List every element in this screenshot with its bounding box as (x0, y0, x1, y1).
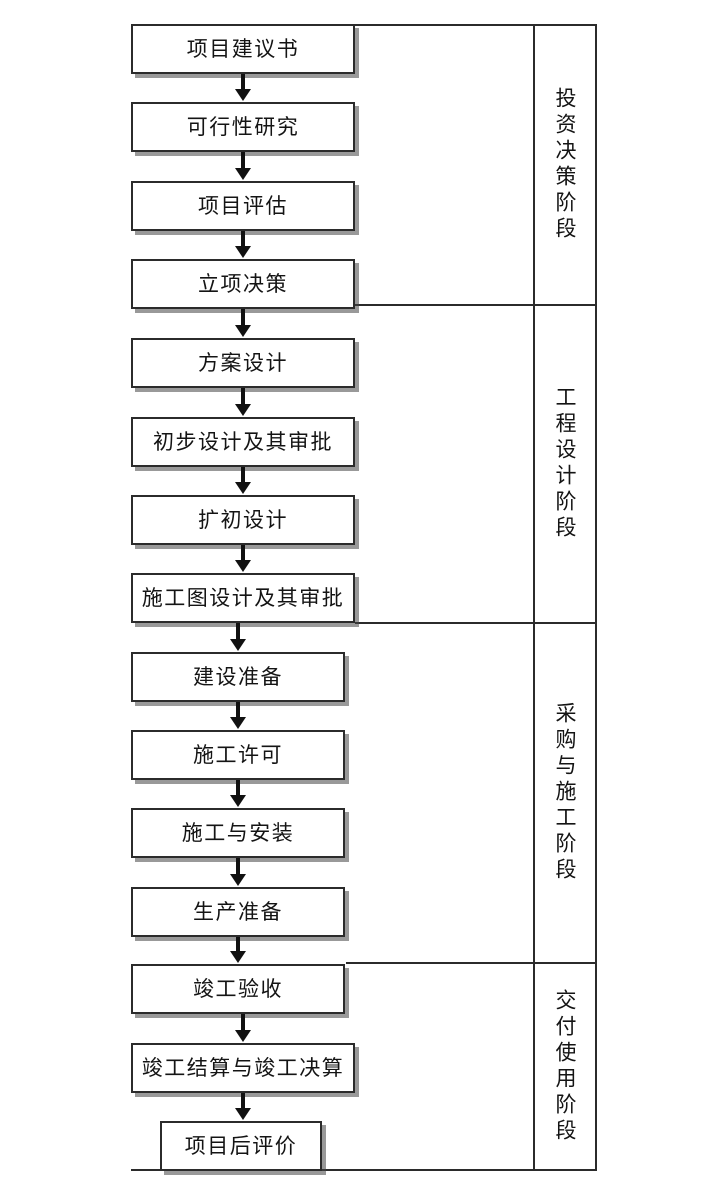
process-label-construction-and-installation: 施工与安装 (181, 820, 295, 845)
process-box-construction-preparation[interactable]: 建设准备 (131, 652, 345, 702)
process-box-construction-permit[interactable]: 施工许可 (131, 730, 345, 780)
process-box-project-proposal[interactable]: 项目建议书 (131, 24, 355, 74)
arrow-scheme-to-preliminary-design (241, 388, 245, 405)
process-label-project-evaluation: 项目评估 (198, 193, 288, 218)
arrow-proposal-to-feasibility (241, 74, 245, 90)
process-box-feasibility-study[interactable]: 可行性研究 (131, 102, 355, 152)
arrow-preliminary-to-extended-design (241, 467, 245, 483)
process-box-extended-preliminary-design[interactable]: 扩初设计 (131, 495, 355, 545)
process-label-construction-preparation: 建设准备 (193, 664, 283, 689)
phase-column-left-border (533, 24, 535, 1171)
arrow-installation-to-production-preparation (236, 858, 240, 875)
process-label-final-settlement-and-accounts: 竣工结算与竣工决算 (141, 1055, 345, 1080)
arrow-feasibility-to-evaluation (241, 152, 245, 169)
process-label-scheme-design: 方案设计 (198, 350, 288, 375)
process-box-scheme-design[interactable]: 方案设计 (131, 338, 355, 388)
process-box-project-evaluation[interactable]: 项目评估 (131, 181, 355, 231)
phase-column-right-border (595, 24, 597, 1171)
process-label-feasibility-study: 可行性研究 (186, 114, 300, 139)
process-box-final-settlement-and-accounts[interactable]: 竣工结算与竣工决算 (131, 1043, 355, 1093)
process-label-post-project-evaluation: 项目后评价 (184, 1133, 298, 1158)
process-box-post-project-evaluation[interactable]: 项目后评价 (160, 1121, 322, 1171)
process-box-project-approval-decision[interactable]: 立项决策 (131, 259, 355, 309)
phase-label-procurement-construction: 采购与施工阶段 (553, 702, 577, 884)
process-label-production-preparation: 生产准备 (193, 899, 283, 924)
arrow-drawing-to-construction-preparation (236, 623, 240, 640)
process-label-completion-acceptance: 竣工验收 (193, 976, 283, 1001)
phase-cell-procurement-construction: 采购与施工阶段 (535, 624, 595, 962)
arrow-settlement-to-post-evaluation (241, 1093, 245, 1109)
process-label-project-approval-decision: 立项决策 (198, 271, 288, 296)
arrow-preparation-to-permit (236, 702, 240, 718)
arrow-production-to-completion-acceptance (236, 937, 240, 952)
process-label-preliminary-design-approval: 初步设计及其审批 (153, 429, 333, 454)
phase-cell-engineering-design: 工程设计阶段 (535, 306, 595, 622)
process-box-construction-drawing-approval[interactable]: 施工图设计及其审批 (131, 573, 355, 623)
process-box-preliminary-design-approval[interactable]: 初步设计及其审批 (131, 417, 355, 467)
phase-label-investment-decision: 投资决策阶段 (553, 87, 577, 243)
arrow-evaluation-to-approval (241, 231, 245, 247)
process-label-project-proposal: 项目建议书 (186, 36, 300, 61)
phase-label-delivery-use: 交付使用阶段 (553, 988, 577, 1145)
arrow-extended-to-construction-drawing (241, 545, 245, 561)
arrow-approval-to-scheme-design (241, 309, 245, 326)
phase-cell-investment-decision: 投资决策阶段 (535, 26, 595, 304)
phase-cell-delivery-use: 交付使用阶段 (535, 964, 595, 1169)
process-label-extended-preliminary-design: 扩初设计 (198, 507, 288, 532)
process-box-completion-acceptance[interactable]: 竣工验收 (131, 964, 345, 1014)
process-box-production-preparation[interactable]: 生产准备 (131, 887, 345, 937)
process-box-construction-and-installation[interactable]: 施工与安装 (131, 808, 345, 858)
phase-divider-2 (355, 622, 597, 624)
arrow-acceptance-to-final-settlement (241, 1014, 245, 1031)
process-label-construction-drawing-approval: 施工图设计及其审批 (141, 585, 345, 610)
phase-divider-3 (346, 962, 597, 964)
arrow-permit-to-construction-installation (236, 780, 240, 796)
phase-divider-1 (355, 304, 597, 306)
table-bottom-border (131, 1169, 597, 1171)
process-label-construction-permit: 施工许可 (193, 742, 283, 767)
table-top-border (131, 24, 597, 26)
phase-label-engineering-design: 工程设计阶段 (553, 386, 577, 542)
